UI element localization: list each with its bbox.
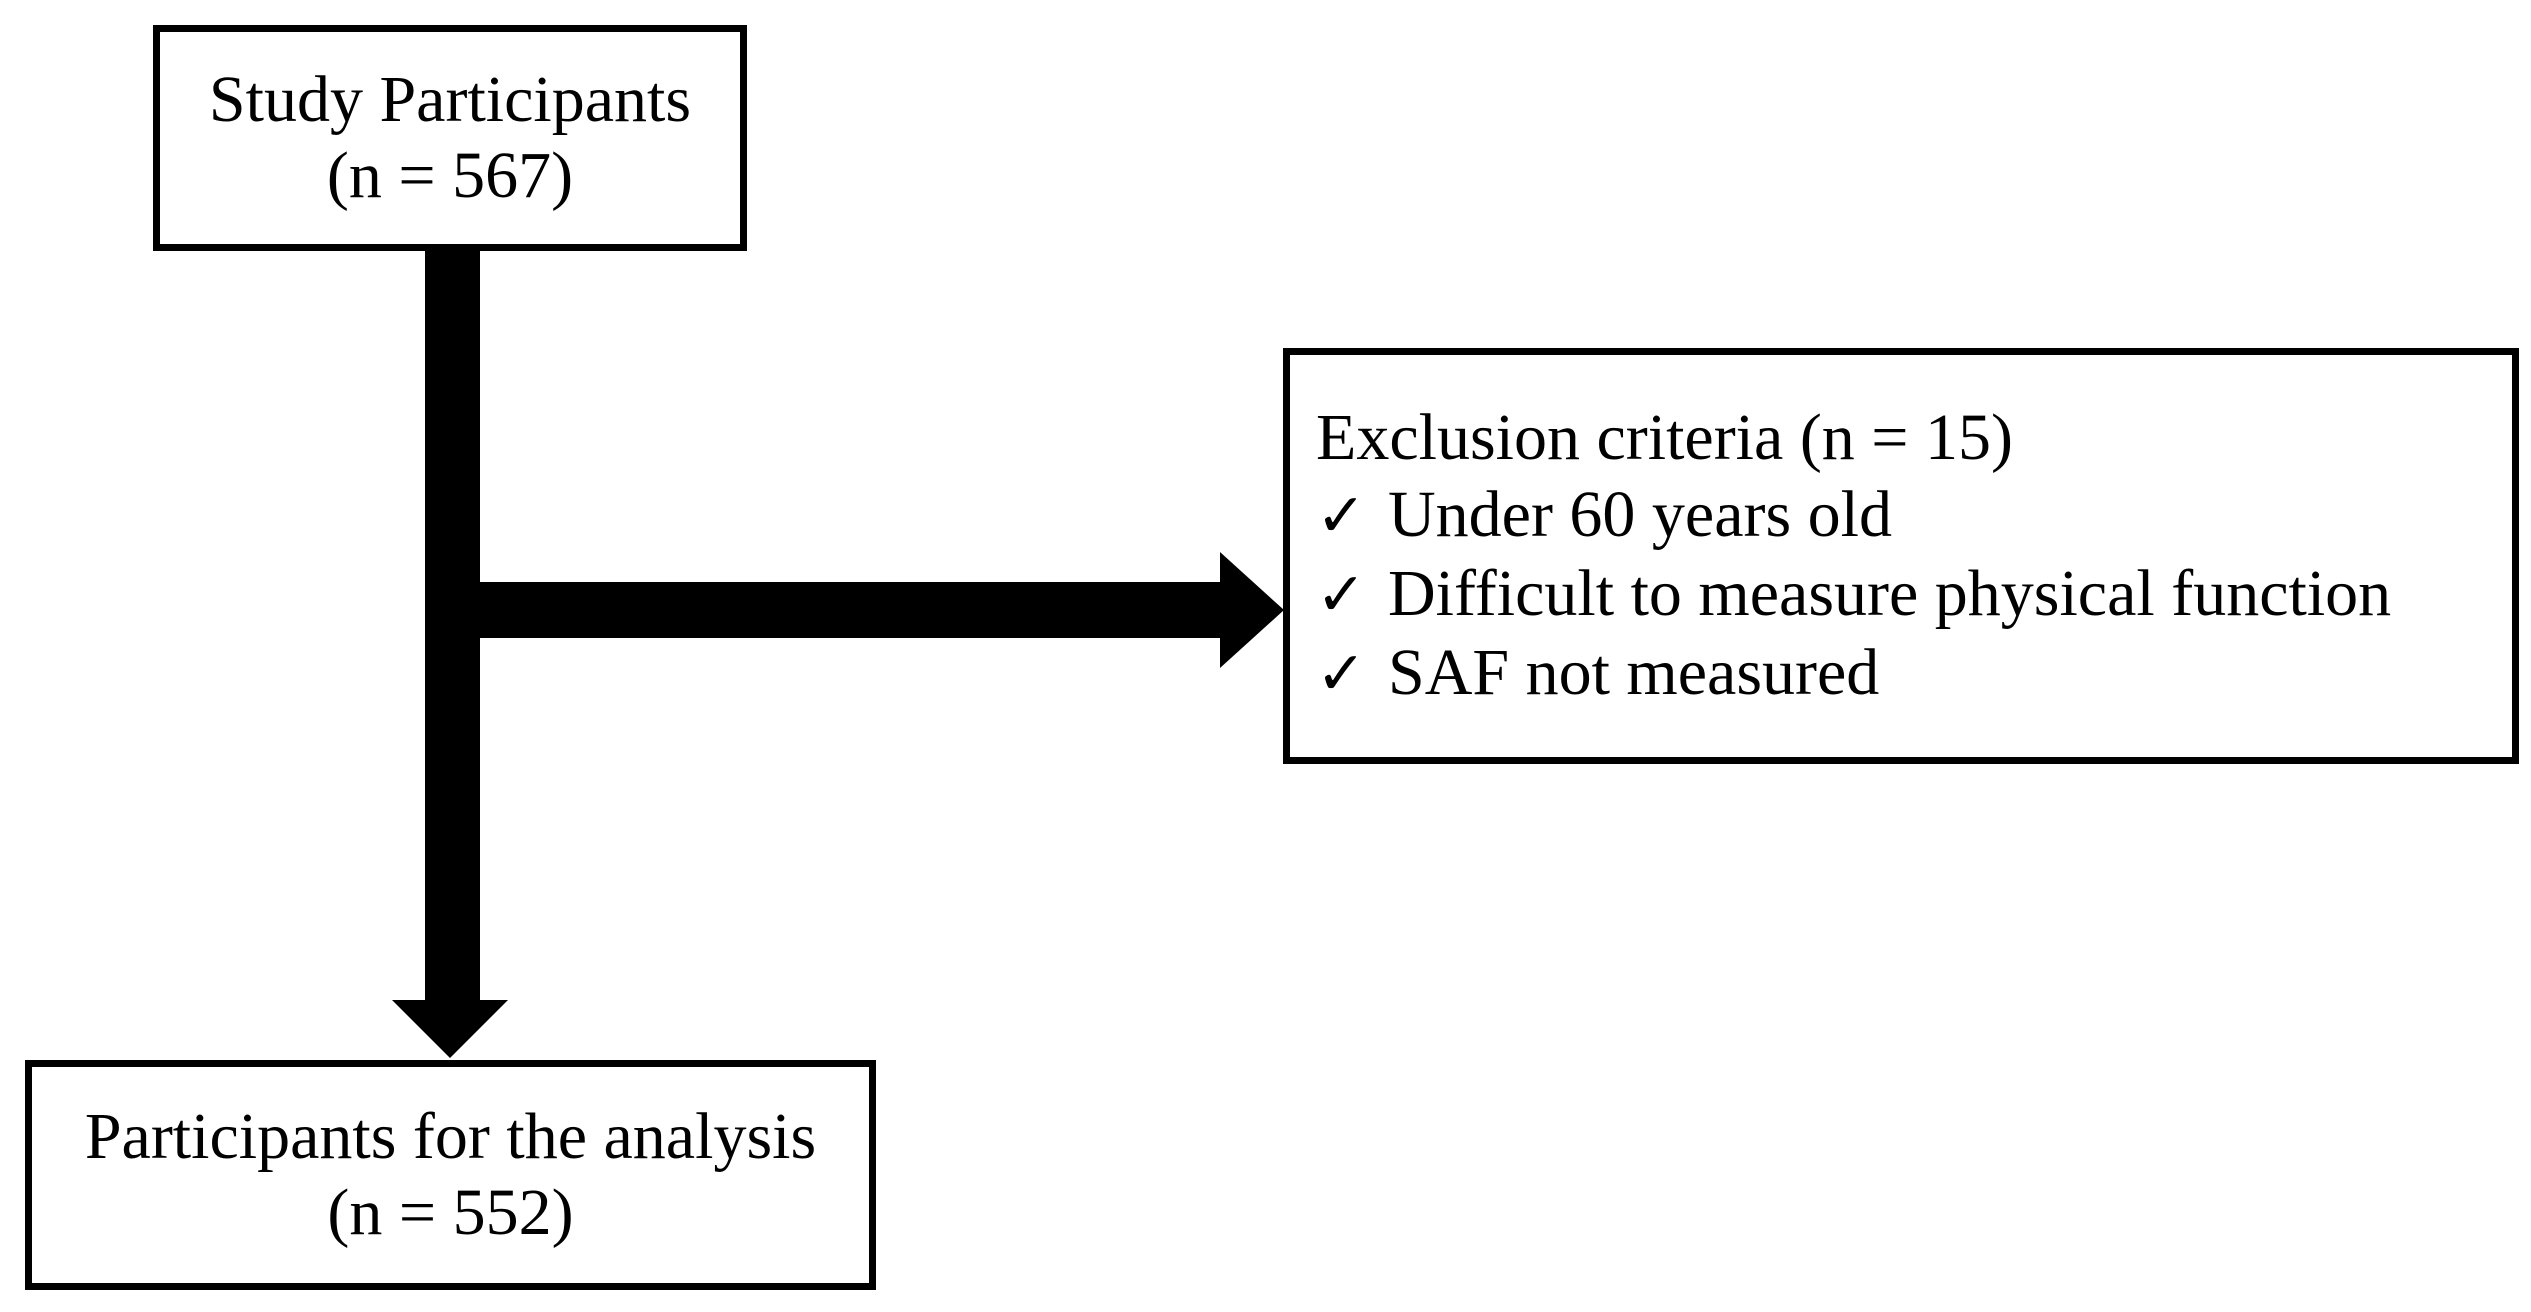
down-arrow-head bbox=[392, 1000, 508, 1058]
check-icon: ✓ bbox=[1316, 639, 1367, 709]
exclusion-item: ✓ Under 60 years old bbox=[1316, 476, 1892, 555]
study-participants-title: Study Participants bbox=[208, 63, 692, 136]
exclusion-criteria-box: Exclusion criteria (n = 15) ✓ Under 60 ye… bbox=[1283, 348, 2519, 764]
exclusion-item-label: SAF not measured bbox=[1388, 636, 1880, 709]
study-participants-box: Study Participants (n = 567) bbox=[153, 25, 747, 251]
exclusion-item-label: Under 60 years old bbox=[1388, 478, 1893, 551]
check-icon: ✓ bbox=[1316, 560, 1367, 630]
horizontal-flow-bar bbox=[480, 582, 1224, 638]
exclusion-criteria-heading: Exclusion criteria (n = 15) bbox=[1316, 401, 2013, 474]
exclusion-item: ✓ SAF not measured bbox=[1316, 634, 1879, 713]
exclusion-item: ✓ Difficult to measure physical function bbox=[1316, 555, 2391, 634]
analysis-participants-count: (n = 552) bbox=[327, 1176, 574, 1249]
exclusion-item-label: Difficult to measure physical function bbox=[1388, 557, 2392, 630]
vertical-flow-bar bbox=[425, 248, 480, 1006]
study-participants-count: (n = 567) bbox=[326, 139, 574, 212]
check-icon: ✓ bbox=[1316, 481, 1367, 551]
right-arrow-head bbox=[1220, 552, 1284, 668]
analysis-participants-title: Participants for the analysis bbox=[84, 1100, 817, 1173]
analysis-participants-box: Participants for the analysis (n = 552) bbox=[25, 1060, 876, 1290]
